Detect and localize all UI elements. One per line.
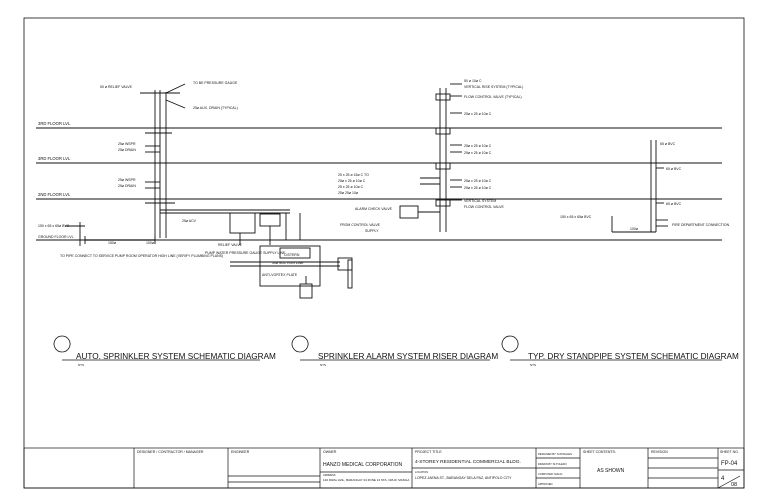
label-connect-note: TO PIPE CONNECT TO SERVICE PUMP ROOM OPE… — [60, 254, 223, 258]
label-main-line: 150 x 65 x 65ø BVC — [38, 224, 70, 228]
tb-sheet-contents-value: AS SHOWN — [597, 468, 625, 474]
tb-sheet-contents-label: SHEET CONTENTS: — [583, 450, 616, 454]
title-sub-3: NTS — [530, 363, 536, 367]
tb-project-value: 4-STOREY RESIDENTIAL COMMERCIAL BLDG. — [415, 459, 521, 465]
label-ground-level: GROUND FLOOR LVL — [38, 235, 74, 239]
label-pressure-gauge: TO BE PRESSURE GAUGE — [193, 81, 238, 85]
standpipe — [611, 140, 668, 233]
tb-designer-label: DESIGNER / CONTRACTOR / MANAGER — [137, 450, 204, 454]
standpipe-label-mid-a: 65 ø BVC — [666, 167, 682, 171]
tb-owner-address: 120 RIZAL AVE., BARANGAY 33 ZONE 13 STA.… — [323, 478, 409, 482]
tb-designed-by: DESIGNED BY: N.ROSALES — [538, 452, 572, 456]
floor-label-third: 3RD FLOOR LVL — [38, 156, 71, 161]
tb-owner-label: OWNER — [323, 450, 337, 454]
label-cistern: CISTERN — [284, 253, 300, 257]
riser-label-bottom-c: FROM CONTROL VALVE — [340, 223, 381, 227]
riser-label-dim-a: 25ø x 25 ø 10ø C — [464, 112, 492, 116]
diagram-title-3: TYP. DRY STANDPIPE SYSTEM SCHEMATIC DIAG… — [501, 335, 739, 367]
standpipe-label-mid-b: 65 ø BVC — [666, 202, 682, 206]
label-supply-b: 25ø DRAIN — [118, 148, 136, 152]
sprinkler-schematic — [65, 83, 353, 299]
riser-label-top-a: 50 ø 10ø C — [464, 79, 482, 83]
riser-label-top-c: FLOW CONTROL VALVE (TYPICAL) — [464, 95, 522, 99]
riser-label-bottom-d: SUPPLY — [365, 229, 379, 233]
riser-label-top-b: VERTICAL RISE SYSTEM (TYPICAL) — [464, 85, 523, 89]
label-supply-d: 25ø DRAIN — [118, 184, 136, 188]
label-relief-valve: 50 ø RELIEF VALVE — [100, 85, 133, 89]
tb-project-label: PROJECT TITLE — [415, 450, 442, 454]
tb-owner-address-label: ADDRESS — [323, 473, 336, 477]
label-water-line: 50ø SUCTION LINE — [272, 261, 304, 265]
tb-sheet-num: 4 — [721, 476, 725, 482]
riser-label-left-d: 25ø 25ø 10ø — [338, 191, 359, 195]
label-relief: RELIEF VALVE — [218, 243, 243, 247]
diagram-title-2: SPRINKLER ALARM SYSTEM RISER DIAGRAM NTS — [291, 335, 498, 367]
standpipe-label-mid-c: 150 x 65 x 65ø BVC — [560, 215, 592, 219]
tb-drawn-by: DRAWN BY: M.TOLEDO — [538, 462, 567, 466]
tb-checked-by: COMPUTED: MALIG — [538, 472, 562, 476]
label-supply-a: 25ø WSPR — [118, 142, 136, 146]
alarm-riser — [399, 83, 462, 232]
standpipe-label-top: 65 ø BVC — [660, 142, 676, 146]
tb-owner-value: HANZO MEDICAL CORPORATION — [323, 462, 403, 468]
tb-sheet-no-value: FP-04 — [721, 461, 738, 467]
title-text-1: AUTO. SPRINKLER SYSTEM SCHEMATIC DIAGRAM — [76, 352, 276, 361]
riser-label-left-b: 25ø x 25 ø 10ø C — [338, 179, 366, 183]
label-supply-c: 25ø WSPR — [118, 178, 136, 182]
tb-approved-by: APPROVED: — [538, 482, 553, 486]
sheet-border — [23, 17, 745, 489]
tb-location-label: LOCATION — [415, 470, 428, 474]
riser-label-bottom-b: FLOW CONTROL VALVE — [464, 205, 504, 209]
riser-label-check: ALARM CHECK VALVE — [355, 207, 393, 211]
riser-label-dim-b: 25ø x 25 ø 10ø C — [464, 144, 492, 148]
riser-label-dim-e: 25ø x 25 ø 10ø C — [464, 186, 492, 190]
tb-engineer-label: ENGINEER — [231, 450, 250, 454]
label-pump-notes: PUMP WATER PRESSURE GAUGE SUPPLY LINE — [205, 251, 286, 255]
standpipe-label-pipe: 100ø — [630, 227, 639, 231]
riser-label-left-a: 25 x 25 ø 15ø C TO — [338, 173, 369, 177]
riser-label-bottom-a: VERTICAL SYSTEM — [464, 199, 496, 203]
tb-sheet-total: 08 — [731, 482, 737, 488]
label-pipe-a: 150ø — [108, 241, 117, 245]
floor-label-roof: 3RD FLOOR LVL — [38, 121, 71, 126]
title-sub-1: NTS — [78, 363, 84, 367]
title-text-2: SPRINKLER ALARM SYSTEM RISER DIAGRAM — [318, 352, 498, 361]
standpipe-label-gate: FIRE DEPARTMENT CONNECTION — [672, 223, 730, 227]
label-drain: 25ø AUX. DRAIN (TYPICAL) — [193, 106, 238, 110]
label-acv: 25ø ACV — [182, 219, 197, 223]
tb-revision-label: REVISION — [651, 450, 668, 454]
riser-label-dim-c: 25ø x 25 ø 10ø C — [464, 151, 492, 155]
tb-sheet-no-label: SHEET NO. — [720, 450, 739, 454]
title-text-3: TYP. DRY STANDPIPE SYSTEM SCHEMATIC DIAG… — [528, 352, 739, 361]
floor-label-second: 2ND FLOOR LVL — [38, 192, 71, 197]
title-block — [23, 447, 745, 489]
riser-label-left-c: 25 x 25 ø 10ø C — [338, 185, 364, 189]
title-sub-2: NTS — [320, 363, 326, 367]
tb-location-value: LOPEZ JAENA ST., BARANGAY DELA PAZ, ANTI… — [415, 476, 512, 480]
label-pipe-b: 100ø — [146, 241, 155, 245]
riser-label-dim-d: 25ø x 25 ø 10ø C — [464, 179, 492, 183]
label-anti-vortex: ANTI-VORTEX PLATE — [262, 273, 298, 277]
diagram-title-1: AUTO. SPRINKLER SYSTEM SCHEMATIC DIAGRAM… — [53, 335, 276, 367]
